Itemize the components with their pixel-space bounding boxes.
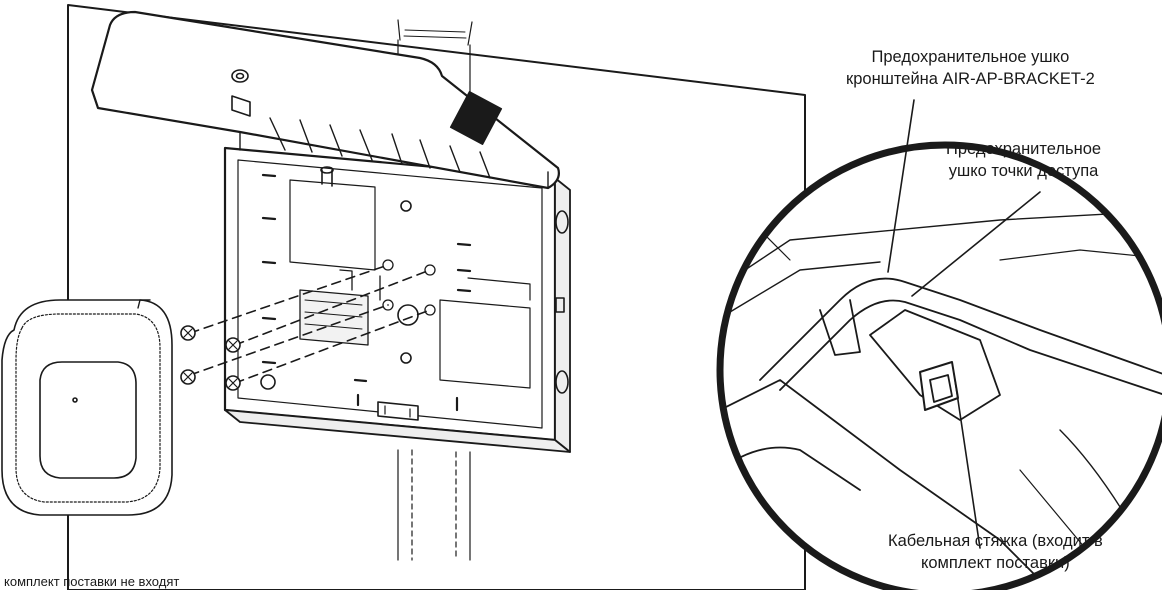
leader-lines [887,99,1041,549]
callout-ap-tab: Предохранительное ушко точки доступа [946,138,1101,182]
screws [180,325,276,391]
footnote: комплект поставки не входят [4,574,180,589]
callout-bracket-tab-line1: Предохранительное ушко [871,48,1070,66]
zoom-detail [716,141,1162,590]
callout-cable-tie-line1: Кабельная стяжка (входит в [888,532,1103,550]
screw-guide-lines [189,264,431,384]
callout-bracket-tab-line2: кронштейна AIR-AP-BRACKET-2 [846,70,1095,88]
callout-bracket-tab: Предохранительное ушко кронштейна AIR-AP… [846,46,1095,90]
callout-cable-tie-line2: комплект поставки) [920,554,1070,572]
callout-cable-tie: Кабельная стяжка (входит в комплект пост… [888,530,1103,574]
mounting-bracket [299,259,436,346]
callout-ap-tab-line2: ушко точки доступа [948,162,1099,180]
callout-ap-tab-line1: Предохранительное [946,140,1102,158]
mounting-box [223,146,571,453]
hinged-lid [90,10,560,190]
access-point [1,299,173,516]
